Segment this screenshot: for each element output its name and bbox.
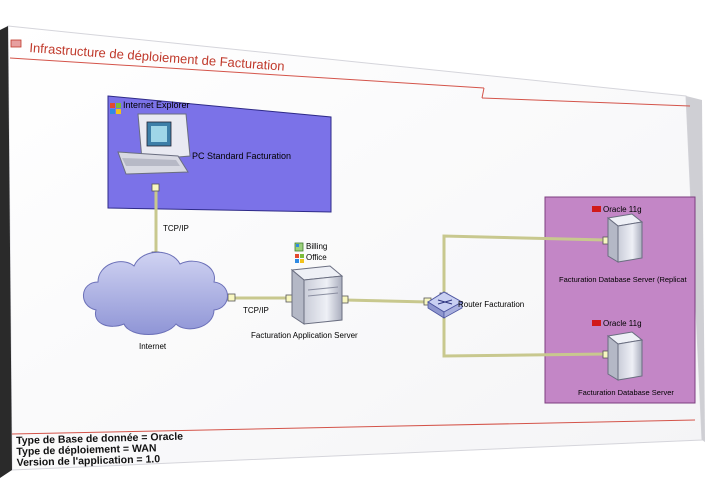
oracle-main-label: Oracle 11g	[603, 319, 642, 328]
footer-separator	[11, 419, 696, 435]
link-app-router	[344, 298, 429, 304]
title-separator-bracket	[481, 87, 485, 99]
application-server-icon	[290, 265, 344, 325]
office-label: Office	[306, 253, 327, 262]
title-separator	[9, 57, 485, 89]
oracle-main-icon	[592, 320, 601, 326]
router-icon	[427, 291, 464, 319]
db-main-label: Facturation Database Server	[578, 388, 674, 397]
router-label: Router Facturation	[458, 300, 525, 309]
footer-properties: Type de Base de donnée = Oracle Type de …	[16, 431, 184, 469]
pc-label: PC Standard Facturation	[192, 151, 292, 161]
link-router-db-main	[442, 312, 607, 358]
database-server-main-icon	[606, 331, 644, 381]
link-label-pc-internet: TCP/IP	[163, 224, 189, 233]
internet-explorer-label: Internet Explorer	[123, 100, 190, 110]
pc-icon	[117, 113, 191, 175]
db-replica-label: Facturation Database Server (Replicat	[559, 275, 687, 284]
diagram-icon	[10, 39, 22, 48]
internet-cloud-icon	[83, 251, 228, 335]
billing-icon	[294, 242, 304, 252]
title-separator-right	[481, 97, 691, 107]
app-server-label: Facturation Application Server	[251, 331, 358, 340]
link-label-internet-app: TCP/IP	[243, 306, 269, 315]
oracle-replica-icon	[592, 206, 601, 212]
internet-explorer-icon	[110, 103, 121, 114]
links	[154, 188, 607, 358]
internet-label: Internet	[139, 342, 167, 351]
database-server-replica-icon	[606, 213, 644, 263]
link-router-db-replica	[442, 234, 607, 296]
sheet-left-edge	[0, 26, 12, 478]
oracle-replica-label: Oracle 11g	[603, 205, 642, 214]
office-icon	[295, 254, 304, 263]
billing-label: Billing	[306, 242, 328, 251]
